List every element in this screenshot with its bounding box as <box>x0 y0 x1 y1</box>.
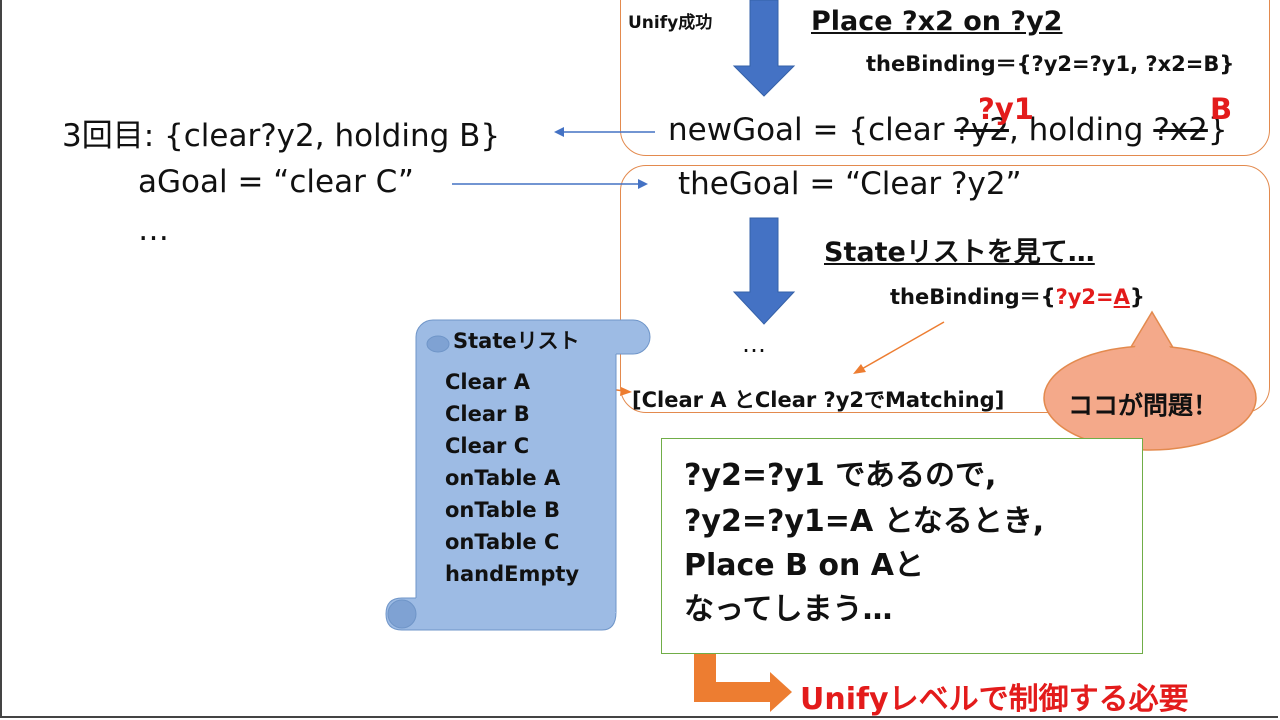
note-line: ?y2=?y1=A となるとき, <box>684 504 1045 539</box>
problem-callout-shape <box>1043 310 1257 451</box>
replacement-y1: ?y1 <box>978 92 1034 126</box>
conclusion-arrow <box>694 627 792 712</box>
left-ellipsis: … <box>138 212 169 248</box>
new-goal-var1: ?y2 <box>954 112 1009 148</box>
note-line: ?y2=?y1 であるので, <box>684 458 997 493</box>
binding-two-var: ?y2= <box>1055 285 1114 309</box>
note-box <box>661 438 1143 654</box>
state-list-item: Clear C <box>445 434 530 458</box>
top-goal-box <box>620 0 1270 156</box>
state-list-item: Clear A <box>445 370 530 394</box>
state-look-title: Stateリストを見て… <box>824 237 1095 268</box>
place-title: Place ?x2 on ?y2 <box>811 6 1063 37</box>
binding-two: theBinding＝{?y2=A} <box>890 281 1145 311</box>
state-list-scroll <box>385 319 651 631</box>
binding-two-suffix: } <box>1129 285 1145 309</box>
state-list-item: onTable C <box>445 530 560 554</box>
state-list-item: Clear B <box>445 402 530 426</box>
new-goal-var2: ?x2 <box>1153 112 1208 148</box>
new-goal-middle: , holding <box>1008 112 1154 148</box>
problem-callout-text: ココが問題！ <box>1068 391 1219 420</box>
state-list-item: handEmpty <box>445 562 580 586</box>
state-list-item: onTable B <box>445 498 560 522</box>
binding-two-value: A <box>1113 285 1130 309</box>
replacement-b: B <box>1210 92 1233 126</box>
unify-success-label: Unify成功 <box>628 13 713 33</box>
binding-one: theBinding＝{?y2=?y1, ?x2=B} <box>866 52 1235 76</box>
the-goal: theGoal = “Clear ?y2” <box>678 166 1022 202</box>
middle-down-arrow <box>732 217 796 325</box>
middle-ellipsis: … <box>742 330 766 358</box>
binding-two-prefix: theBinding＝{ <box>890 285 1056 309</box>
middle-goal-box <box>620 165 1270 413</box>
third-iteration: 3回目: {clear?y2, holding B} <box>62 118 501 154</box>
matching-text: [Clear A とClear ?y2でMatching] <box>632 388 1005 412</box>
note-line: Place B on Aと <box>684 548 925 583</box>
a-goal: aGoal = “clear C” <box>138 164 414 200</box>
conclusion-text: Unifyレベルで制御する必要 <box>800 682 1189 717</box>
top-down-arrow <box>732 0 796 97</box>
state-list-item: onTable A <box>445 466 561 490</box>
new-goal-suffix: } <box>1207 112 1228 148</box>
new-goal-prefix: newGoal = {clear <box>668 112 955 148</box>
new-goal: newGoal = {clear ?y2, holding ?x2} <box>668 112 1228 148</box>
state-list-title: Stateリスト <box>453 329 580 353</box>
note-line: なってしまう… <box>684 592 893 627</box>
arrow-binding-to-matching <box>859 321 945 371</box>
